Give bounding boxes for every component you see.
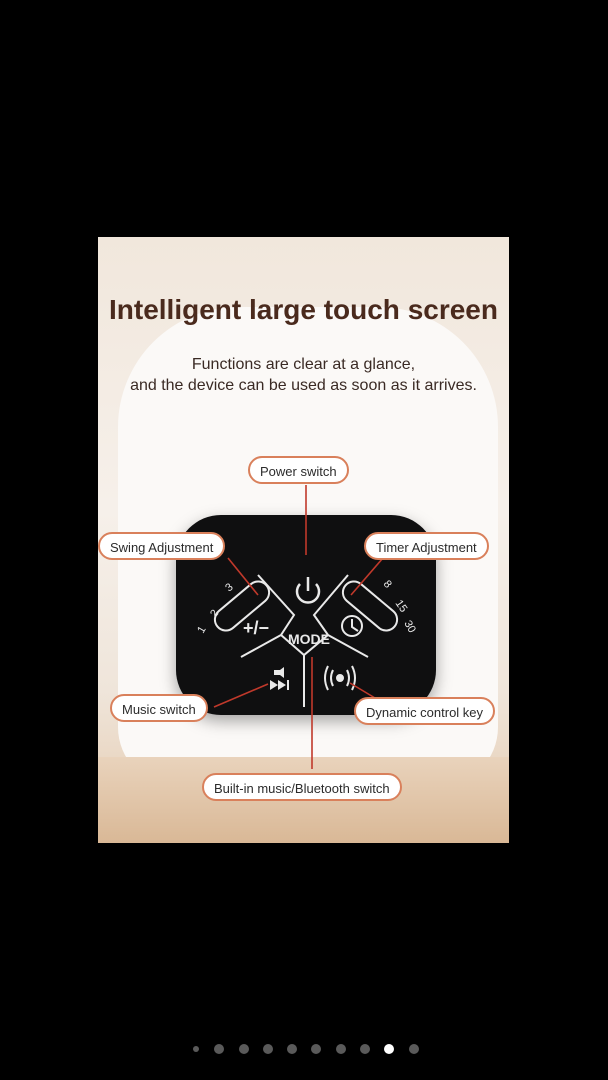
carousel-dot-active[interactable] — [384, 1044, 394, 1054]
timer-number-8: 8 — [381, 578, 394, 590]
carousel-dot[interactable] — [360, 1044, 370, 1054]
carousel-dot[interactable] — [409, 1044, 419, 1054]
timer-callout-line — [350, 557, 384, 596]
swing-adjustment-label: Swing Adjustment — [98, 532, 226, 560]
page-title: Intelligent large touch screen — [109, 294, 498, 325]
carousel-dot[interactable] — [311, 1044, 321, 1054]
carousel-dot[interactable] — [263, 1044, 273, 1054]
carousel-dot[interactable] — [214, 1044, 224, 1054]
subtitle-line-2: and the device can be used as soon as it… — [130, 377, 477, 394]
swing-number-3: 3 — [223, 581, 235, 594]
timer-adjustment-label: Timer Adjustment — [364, 532, 489, 560]
power-switch-label: Power switch — [248, 456, 349, 484]
plus-minus-label: +/− — [243, 618, 269, 638]
builtin-music-bluetooth-switch-label: Built-in music/Bluetooth switch — [202, 773, 402, 801]
timer-number-15: 15 — [393, 598, 410, 615]
swing-number-2: 2 — [208, 608, 221, 620]
swing-callout-line — [227, 557, 259, 596]
carousel-dot[interactable] — [287, 1044, 297, 1054]
product-image: Intelligent large touch screen Functions… — [98, 237, 509, 843]
carousel-dot[interactable] — [336, 1044, 346, 1054]
vibration-icon — [324, 665, 356, 691]
swing-number-1: 1 — [195, 624, 208, 635]
timer-slider-outline — [341, 580, 399, 632]
music-callout-line — [213, 683, 269, 708]
dynamic-control-key-label: Dynamic control key — [354, 697, 496, 725]
timer-number-30: 30 — [401, 619, 418, 636]
carousel-indicators — [0, 1044, 608, 1056]
panel-divider-left — [240, 574, 296, 658]
carousel-dot[interactable] — [193, 1046, 199, 1052]
clock-icon — [341, 615, 363, 637]
carousel-dot[interactable] — [239, 1044, 249, 1054]
music-icon — [270, 667, 289, 690]
panel-graphics: MODE +/− 1 2 3 8 15 30 — [195, 485, 418, 769]
mode-label: MODE — [288, 631, 330, 647]
subtitle-line-1: Functions are clear at a glance, — [191, 356, 416, 373]
music-switch-label: Music switch — [110, 694, 208, 722]
power-icon — [295, 577, 321, 604]
swing-slider-outline — [213, 580, 271, 632]
panel-divider-right — [312, 574, 369, 658]
